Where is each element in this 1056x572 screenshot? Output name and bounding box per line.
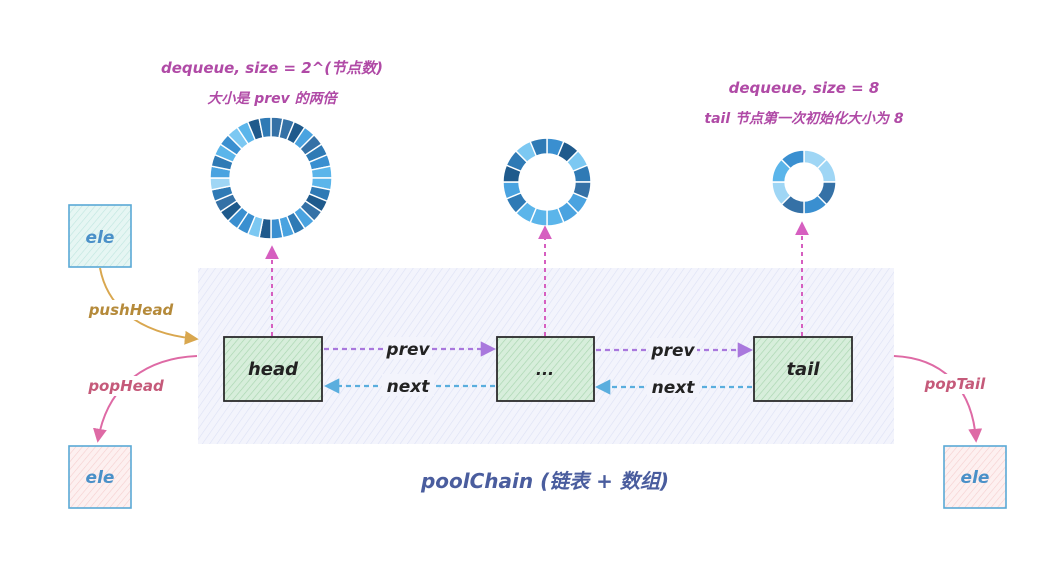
- ring-slot: [529, 137, 548, 158]
- ring-slot: [780, 149, 805, 170]
- diagram-caption: poolChain (链表 + 数组): [420, 469, 669, 493]
- right-dequeue-subtitle: tail 节点第一次初始化大小为 8: [704, 110, 903, 127]
- left-dequeue-subtitle: 大小是 prev 的两倍: [207, 90, 338, 107]
- pop-tail-label: popTail: [924, 375, 986, 393]
- element-bottom-left: ele: [68, 445, 132, 509]
- ring-buffer-small: [771, 149, 837, 215]
- left-dequeue-title: dequeue, size = 2^(节点数): [161, 59, 383, 77]
- element-bottom-right: ele: [943, 445, 1007, 509]
- right-dequeue-title: dequeue, size = 8: [729, 79, 880, 97]
- element-bottom-right-label: ele: [961, 468, 990, 488]
- ring-buffer-large: [209, 116, 333, 240]
- push-head-label: pushHead: [88, 301, 174, 319]
- element-top-left-label: ele: [86, 228, 115, 248]
- element-top-left: ele: [68, 204, 132, 268]
- prev-label-2: prev: [650, 341, 695, 361]
- element-bottom-left-label: ele: [86, 468, 115, 488]
- head-node-label: head: [248, 359, 299, 380]
- next-label-2: next: [652, 378, 696, 398]
- pop-head-arrow: [93, 355, 198, 443]
- ring-buffer-medium: [502, 137, 592, 227]
- next-label-1: next: [387, 377, 431, 397]
- head-node: head: [223, 336, 323, 402]
- middle-node-label: ...: [536, 360, 554, 379]
- middle-node: ...: [496, 336, 595, 402]
- pop-head-label: popHead: [87, 377, 164, 395]
- ring-slot: [258, 116, 272, 139]
- tail-node: tail: [753, 336, 853, 402]
- pop-tail-arrow: [893, 355, 983, 443]
- tail-node-label: tail: [786, 359, 820, 380]
- prev-label-1: prev: [385, 340, 430, 360]
